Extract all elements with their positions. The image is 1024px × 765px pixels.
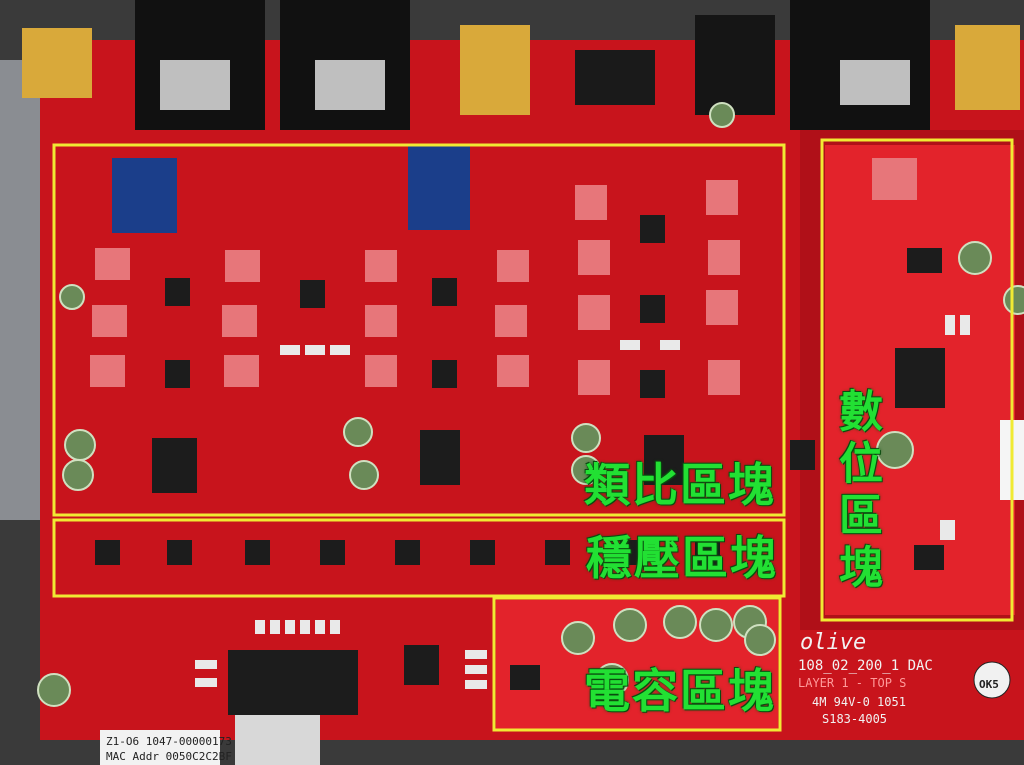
label-line-1: Z1-O6 1047-00000173	[106, 735, 232, 748]
regulator-zone-label: 穩壓區塊	[586, 531, 778, 585]
analog-zone-label: 類比區塊	[584, 458, 776, 512]
ok-sticker: OK5	[979, 678, 999, 691]
spec-silkscreen: 4M 94V-0 1051	[812, 695, 906, 709]
regulator-zone-outline	[52, 518, 786, 598]
brand-silkscreen: olive	[800, 630, 867, 655]
part-silkscreen: S183-4005	[822, 712, 888, 726]
analog-zone-outline	[52, 143, 786, 517]
label-line-2: MAC Addr 0050C2C2BF	[106, 750, 232, 763]
capacitor-zone-label: 電容區塊	[584, 664, 776, 718]
model-silkscreen: 108_02_200_1 DAC	[798, 658, 933, 674]
digital-zone-label: 數位區塊	[831, 388, 882, 596]
zone-outlines	[52, 138, 1014, 732]
layer-silkscreen: LAYER 1 - TOP S	[798, 676, 907, 690]
digital-zone-outline	[820, 138, 1014, 622]
capacitor-zone-outline	[492, 596, 782, 732]
xlr-connectors	[22, 0, 1020, 130]
